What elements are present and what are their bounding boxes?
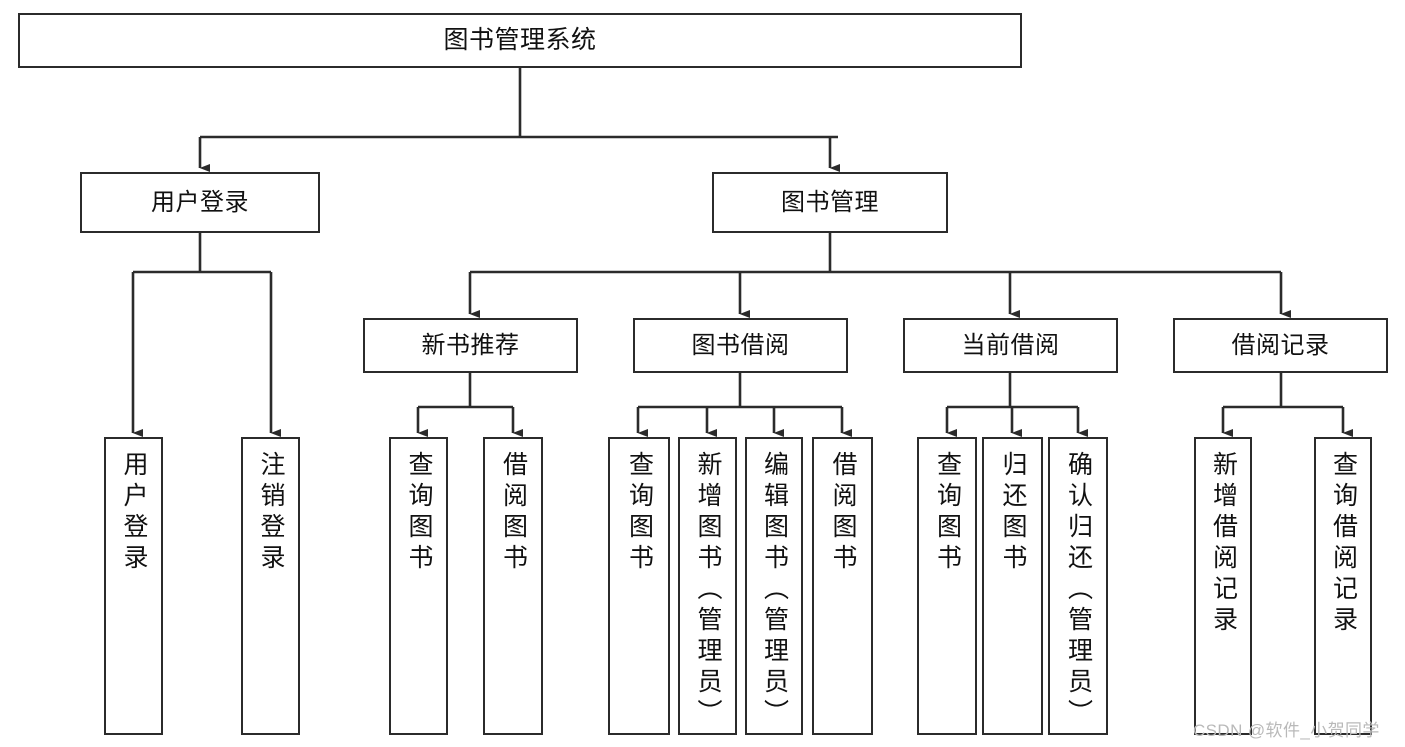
node-label: 归还图书	[999, 451, 1027, 575]
node-new-book-rec[interactable]: 新书推荐	[363, 318, 578, 373]
node-book-manage[interactable]: 图书管理	[712, 172, 948, 233]
node-borrow-record[interactable]: 借阅记录	[1173, 318, 1388, 373]
node-current-borrow[interactable]: 当前借阅	[903, 318, 1118, 373]
leaf-query-record[interactable]: 查询借阅记录	[1314, 437, 1372, 735]
node-label: 用户登录	[120, 451, 148, 575]
leaf-user-login[interactable]: 用户登录	[104, 437, 163, 735]
leaf-user-logout[interactable]: 注销登录	[241, 437, 300, 735]
node-label: 编辑图书（管理员）	[760, 451, 789, 730]
node-label: 借阅图书	[829, 451, 857, 575]
node-label: 查询图书	[625, 451, 654, 575]
watermark: CSDN @软件_小贺同学	[1193, 721, 1380, 740]
leaf-confirm-return[interactable]: 确认归还（管理员）	[1048, 437, 1108, 735]
node-label: 图书借阅	[691, 331, 790, 359]
node-label: 确认归还（管理员）	[1064, 451, 1093, 730]
node-book-borrow[interactable]: 图书借阅	[633, 318, 848, 373]
leaf-borrow-book-1[interactable]: 借阅图书	[483, 437, 543, 735]
leaf-add-book[interactable]: 新增图书（管理员）	[678, 437, 737, 735]
leaf-borrow-book-2[interactable]: 借阅图书	[812, 437, 873, 735]
node-label: 查询借阅记录	[1329, 451, 1358, 637]
node-label: 借阅图书	[499, 451, 528, 575]
node-label: 当前借阅	[961, 331, 1060, 359]
node-label: 注销登录	[257, 451, 285, 575]
node-label: 新书推荐	[421, 331, 520, 359]
leaf-query-book-2[interactable]: 查询图书	[608, 437, 670, 735]
leaf-query-book-1[interactable]: 查询图书	[389, 437, 448, 735]
node-label: 查询图书	[405, 451, 433, 575]
leaf-query-book-3[interactable]: 查询图书	[917, 437, 977, 735]
leaf-add-record[interactable]: 新增借阅记录	[1194, 437, 1252, 735]
node-label: 新增图书（管理员）	[694, 451, 722, 730]
node-label: 图书管理	[781, 188, 879, 216]
node-label: 查询图书	[933, 451, 962, 575]
node-label: 借阅记录	[1231, 331, 1330, 359]
node-label: 图书管理系统	[443, 26, 597, 55]
node-user-login[interactable]: 用户登录	[80, 172, 320, 233]
leaf-return-book[interactable]: 归还图书	[982, 437, 1043, 735]
node-label: 新增借阅记录	[1209, 451, 1238, 637]
node-label: 用户登录	[151, 188, 249, 216]
node-root[interactable]: 图书管理系统	[18, 13, 1022, 68]
leaf-edit-book[interactable]: 编辑图书（管理员）	[745, 437, 803, 735]
